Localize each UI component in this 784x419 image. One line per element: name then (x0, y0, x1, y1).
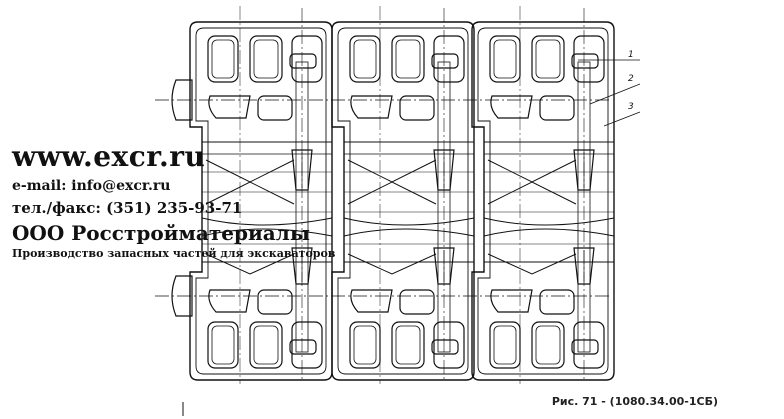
track-link-2 (331, 21, 475, 381)
track-link-3 (471, 21, 615, 381)
callout-1: 1 (628, 50, 634, 60)
callout-2: 2 (628, 74, 634, 84)
watermark-company: ООО Росстройматериалы (12, 221, 310, 245)
callout-3: 3 (628, 102, 634, 112)
watermark-tagline: Производство запасных частей для экскава… (12, 247, 336, 260)
watermark-url: www.excr.ru (12, 140, 206, 173)
watermark-email: e-mail: info@excr.ru (12, 178, 171, 194)
figure-caption: Рис. 71 - (1080.34.00-1СБ) (551, 395, 718, 408)
watermark-phone: тел./факс: (351) 235-93-71 (12, 199, 243, 217)
